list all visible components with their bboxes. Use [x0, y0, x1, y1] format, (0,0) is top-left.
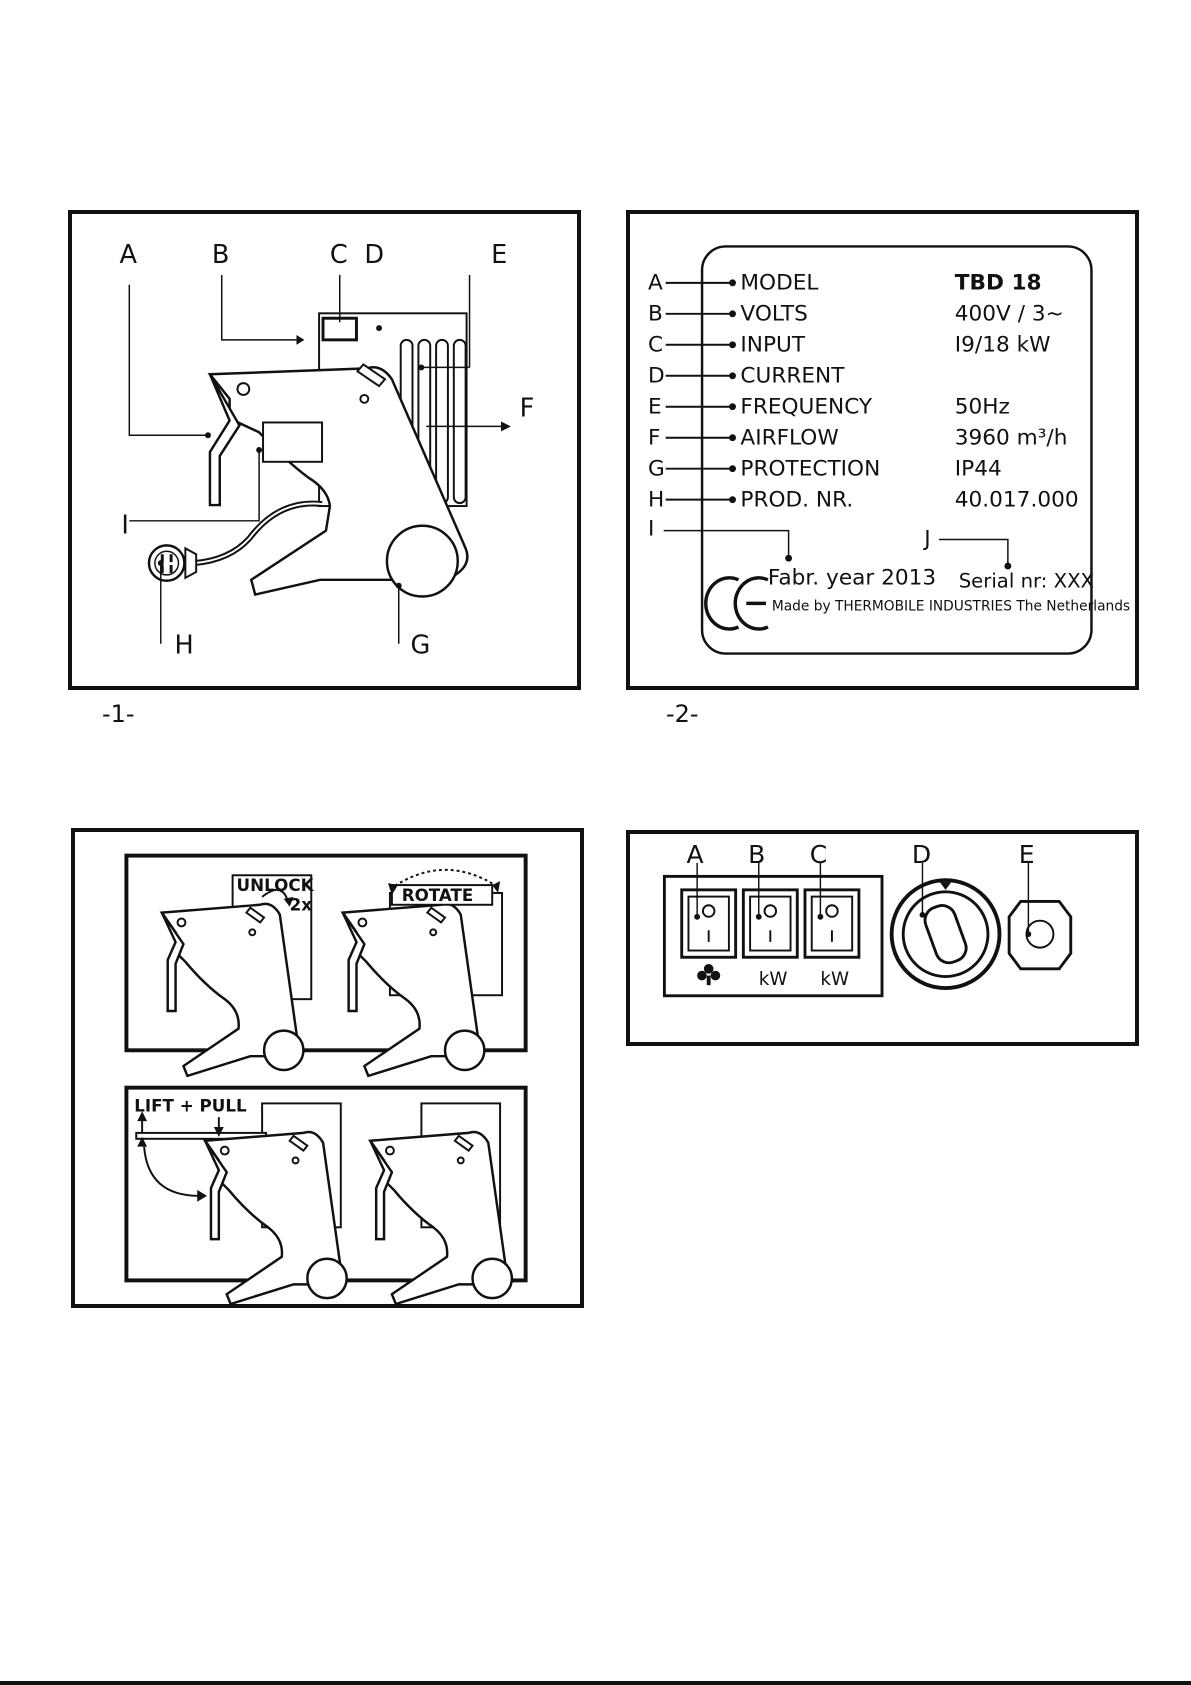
switch-b[interactable] — [743, 890, 797, 957]
plate-field-name: MODEL — [740, 271, 818, 296]
figure-1-heater-diagram: A B C D E F G H I — [72, 214, 577, 686]
plate-field-value: IP44 — [955, 457, 1002, 482]
control-label-a: A — [687, 840, 704, 869]
plate-leader-dot — [729, 496, 736, 503]
plate-letter: F — [648, 426, 660, 451]
plate-field-value: TBD 18 — [955, 271, 1042, 296]
plate-field-name: PROTECTION — [740, 457, 880, 482]
plate-letter: H — [648, 488, 664, 513]
label-f: F — [520, 394, 535, 424]
page-bottom-rule — [0, 1681, 1191, 1685]
figure-1-caption: -1- — [102, 700, 135, 728]
plate-leader-dot — [729, 341, 736, 348]
rotate-text: ROTATE — [402, 885, 474, 905]
figure-2-panel: A MODEL TBD 18 B VOLTS 400V / 3~ C INPUT I9/18 k… — [626, 210, 1139, 690]
switch-b-unit: kW — [759, 969, 788, 990]
plate-field-value: 40.017.000 — [955, 488, 1079, 513]
plate-leader-dot — [729, 434, 736, 441]
plate-letter: E — [648, 395, 662, 420]
plate-field-value: 50Hz — [955, 395, 1010, 420]
switch-c-unit: kW — [820, 969, 849, 990]
control-label-e: E — [1019, 840, 1035, 869]
plate-letter: A — [648, 271, 663, 296]
plate-field-name: CURRENT — [740, 364, 845, 389]
control-label-b: B — [748, 840, 765, 869]
label-h: H — [175, 631, 194, 661]
plate-leader-dot — [729, 465, 736, 472]
label-c: C — [330, 240, 348, 270]
label-b: B — [212, 240, 230, 270]
plate-field-value: I9/18 kW — [955, 333, 1051, 358]
indicator-light — [1009, 901, 1071, 968]
plate-field-name: INPUT — [740, 333, 805, 358]
plate-leader-dot — [729, 310, 736, 317]
plate-leader-dot — [729, 279, 736, 286]
plate-letter: B — [648, 302, 663, 327]
figure-4-control-panel: kW kW A B C D E — [630, 834, 1135, 1042]
label-i: I — [121, 511, 129, 541]
figure-2-caption: -2- — [666, 700, 699, 728]
switch-a[interactable] — [682, 890, 736, 957]
switch-c[interactable] — [805, 890, 859, 957]
plate-field-name: AIRFLOW — [740, 426, 838, 451]
plate-field-name: FREQUENCY — [740, 395, 873, 420]
figure-4-panel: kW kW A B C D E — [626, 830, 1139, 1046]
unlock-text: UNLOCK — [237, 875, 315, 895]
plate-leader-dot — [729, 403, 736, 410]
plate-letter-j: J — [922, 526, 930, 551]
plate-letter: G — [648, 457, 665, 482]
plate-field-value: 3960 m³/h — [955, 426, 1068, 451]
label-e: E — [491, 240, 507, 270]
control-label-c: C — [810, 840, 827, 869]
plate-letter: C — [648, 333, 663, 358]
plate-letter: D — [648, 364, 665, 389]
figure-2-rating-plate: A MODEL TBD 18 B VOLTS 400V / 3~ C INPUT I9/18 k… — [630, 214, 1135, 686]
manufacturer: Made by THERMOBILE INDUSTRIES The Nether… — [772, 598, 1130, 614]
label-d: D — [364, 240, 384, 270]
plate-field-value: 400V / 3~ — [955, 302, 1064, 327]
plate-field-name: VOLTS — [740, 302, 807, 327]
serial-number: Serial nr: XXX — [959, 570, 1094, 593]
plate-leader-dot — [729, 372, 736, 379]
label-a: A — [119, 240, 137, 270]
plate-letter-i: I — [648, 517, 654, 542]
figure-3-panel: UNLOCK 2x ROTATE LIFT + PULL — [71, 828, 584, 1308]
control-label-d: D — [912, 840, 931, 869]
lift-pull-text: LIFT + PULL — [134, 1095, 247, 1115]
fabrication-year: Fabr. year 2013 — [768, 566, 936, 591]
figure-1-panel: A B C D E F G H I — [68, 210, 581, 690]
plate-field-name: PROD. NR. — [740, 488, 853, 513]
label-g: G — [411, 631, 431, 661]
thermostat-knob[interactable] — [892, 880, 1000, 988]
figure-3-steps: UNLOCK 2x ROTATE LIFT + PULL — [75, 832, 580, 1304]
